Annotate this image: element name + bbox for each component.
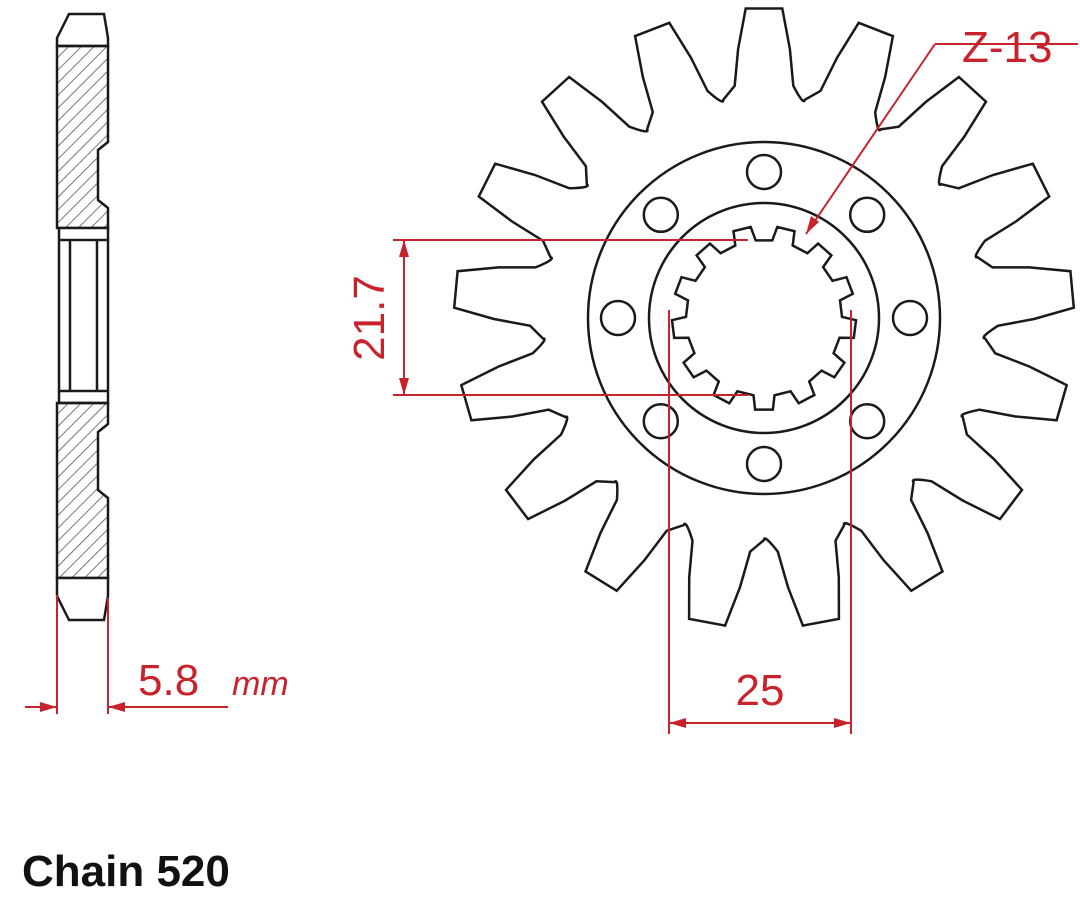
profile-hub	[57, 226, 110, 405]
tooth-count-label: Z-13	[962, 23, 1052, 72]
bolt-hole	[745, 153, 783, 191]
profile-lower-section	[55, 401, 110, 580]
profile-top-tooth	[55, 12, 110, 48]
sprocket-tooth-outline	[452, 7, 1076, 628]
bolt-hole	[642, 196, 680, 234]
profile-bottom-tooth	[55, 576, 110, 622]
hub-inner-circle	[647, 201, 881, 435]
chain-caption: Chain 520	[22, 847, 230, 896]
tooth-count-leader	[805, 43, 1078, 235]
side-profile-view	[55, 12, 110, 622]
bolt-hole	[848, 196, 886, 234]
spline-bore-outline	[670, 225, 858, 411]
bolt-hole	[642, 402, 680, 440]
bolt-hole	[599, 299, 637, 337]
spline-outer-dimension	[668, 310, 852, 734]
spline-inner-value: 21.7	[345, 275, 394, 361]
spline-outer-value: 25	[736, 666, 785, 715]
bolt-holes	[599, 153, 929, 483]
bolt-hole	[745, 445, 783, 483]
bolt-hole	[848, 402, 886, 440]
spline-inner-dimension	[393, 239, 748, 396]
sprocket-front-view	[452, 7, 1076, 628]
thickness-unit: mm	[232, 665, 289, 703]
thickness-dimension	[25, 595, 228, 714]
thickness-value: 5.8	[138, 656, 199, 705]
profile-upper-section	[55, 44, 110, 230]
bolt-hole	[891, 299, 929, 337]
hub-outer-circle	[586, 140, 942, 496]
